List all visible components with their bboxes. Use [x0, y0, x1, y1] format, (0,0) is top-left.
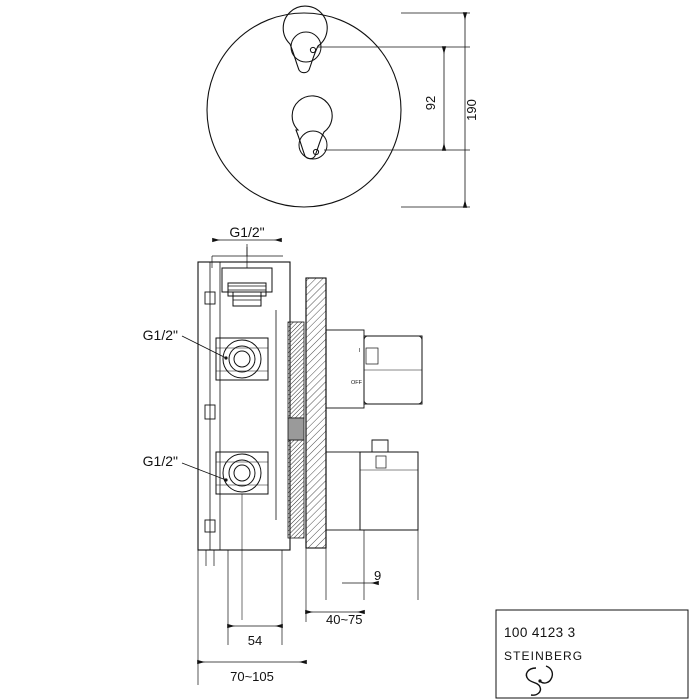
threaded-sleeve-upper [287, 321, 305, 419]
label-inlet-left-lower: G1/2" [143, 453, 178, 469]
handle-mark-off: OFF [351, 380, 363, 386]
steinberg-logo-icon [525, 665, 554, 696]
dimension-54-label: 54 [248, 633, 262, 648]
dimension-70-105-label: 70~105 [230, 669, 274, 684]
lower-handle-side [325, 439, 419, 531]
dimension-190-label: 190 [464, 99, 479, 121]
bottom-dimensions: 9 40~75 54 70~105 [197, 530, 419, 685]
sleeve-midsection [287, 417, 305, 441]
article-number: 100 4123 3 [504, 625, 576, 640]
threaded-sleeve-lower [287, 439, 305, 539]
handle-mark-on: I [358, 348, 360, 354]
label-inlet-top: G1/2" [229, 224, 264, 240]
top-view-upper-handle [282, 5, 328, 74]
dimension-9: 9 [342, 568, 381, 586]
dimension-92-label: 92 [423, 96, 438, 110]
side-section-view: I OFF [197, 244, 423, 620]
label-inlet-left-upper: G1/2" [143, 327, 178, 343]
dimension-190: 190 [462, 12, 479, 208]
dimension-70-105: 70~105 [197, 659, 307, 684]
escutcheon-plate-section [305, 277, 327, 549]
dimension-40-75: 40~75 [305, 609, 365, 627]
dimension-54: 54 [227, 623, 283, 648]
upper-handle-side: I OFF [325, 329, 423, 409]
dimension-9-label: 9 [374, 568, 381, 583]
top-view-front-plate: 92 190 [206, 5, 479, 208]
title-block: 100 4123 3 STEINBERG [495, 609, 689, 699]
dimension-92: 92 [423, 46, 447, 151]
top-view-lower-handle [291, 95, 333, 160]
top-inlet-connector [211, 244, 283, 307]
upper-side-inlet [215, 337, 269, 381]
brand-name: STEINBERG [504, 649, 583, 663]
dimension-40-75-label: 40~75 [326, 612, 363, 627]
leader-labels: G1/2" G1/2" G1/2" [143, 224, 282, 482]
lower-side-inlet [215, 451, 269, 620]
